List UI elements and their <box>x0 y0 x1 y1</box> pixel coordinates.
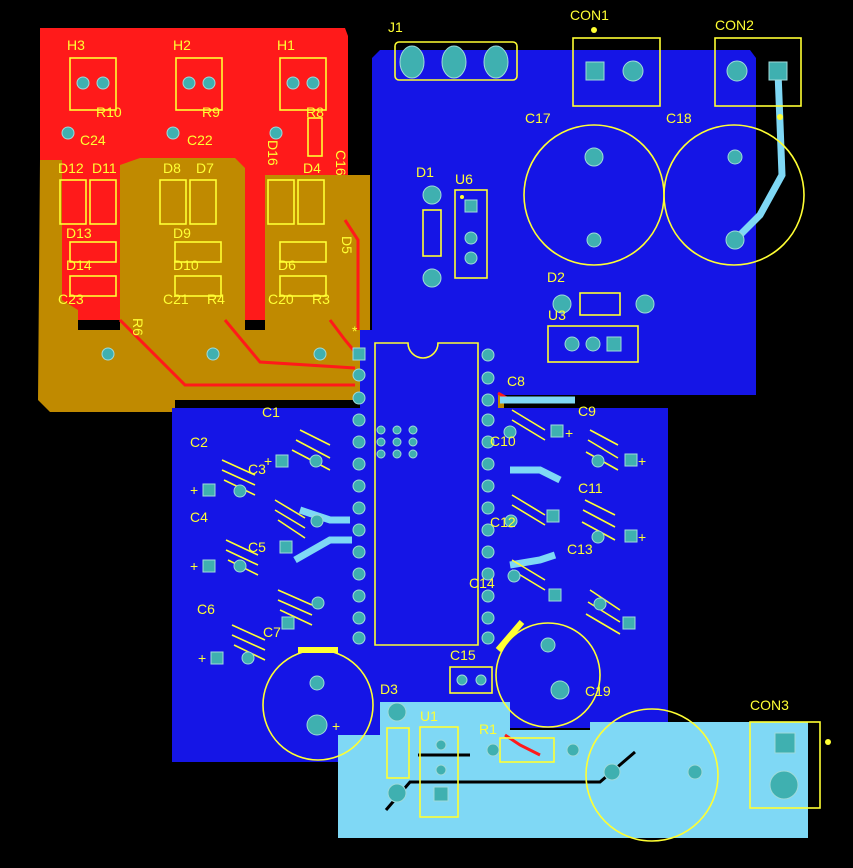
inner-copper-pour <box>38 158 370 412</box>
label-con3: CON3 <box>750 697 789 713</box>
label-c22: C22 <box>187 132 213 148</box>
label-c1: C1 <box>262 404 280 420</box>
label-j1: J1 <box>388 19 403 35</box>
label-c11: C11 <box>578 480 603 496</box>
label-u3: U3 <box>548 307 566 323</box>
label-r9: R9 <box>202 104 220 120</box>
label-con2: CON2 <box>715 17 754 33</box>
label-d1: D1 <box>416 164 434 180</box>
svg-text:*: * <box>352 323 358 339</box>
label-c21: C21 <box>163 291 189 307</box>
svg-text:+: + <box>638 453 646 469</box>
polarity-marks: + + + + + + + + * <box>190 323 646 734</box>
label-c10: C10 <box>490 433 516 449</box>
svg-text:+: + <box>190 558 198 574</box>
label-c20: C20 <box>268 291 294 307</box>
label-c23: C23 <box>58 291 84 307</box>
svg-text:+: + <box>565 425 573 441</box>
silkscreen <box>59 37 821 842</box>
label-c19: C19 <box>585 683 611 699</box>
top-copper-pour-right <box>498 408 668 728</box>
label-r8: R8 <box>306 104 324 120</box>
top-copper-pour-ic <box>360 330 498 730</box>
label-d6: D6 <box>278 257 296 273</box>
label-d9: D9 <box>173 225 191 241</box>
label-u1: U1 <box>420 708 438 724</box>
label-c7: C7 <box>263 624 281 640</box>
label-d7: D7 <box>196 160 214 176</box>
svg-text:+: + <box>190 482 198 498</box>
label-r6: R6 <box>130 318 146 336</box>
label-d8: D8 <box>163 160 181 176</box>
top-copper-pour-upper <box>372 50 756 395</box>
label-c14: C14 <box>469 575 495 591</box>
label-d12: D12 <box>58 160 84 176</box>
label-c2: C2 <box>190 434 208 450</box>
label-c6: C6 <box>197 601 215 617</box>
label-c13: C13 <box>567 541 593 557</box>
label-c16: C16 <box>333 150 349 176</box>
label-h3: H3 <box>67 37 85 53</box>
label-d3: D3 <box>380 681 398 697</box>
label-d5: D5 <box>339 236 355 254</box>
label-r4: R4 <box>207 291 225 307</box>
top-copper-pour-left <box>172 408 382 762</box>
label-c5: C5 <box>248 539 266 555</box>
silkscreen-bars <box>298 620 525 653</box>
label-c17: C17 <box>525 110 551 126</box>
label-h2: H2 <box>173 37 191 53</box>
label-r1: R1 <box>479 721 497 737</box>
label-con1: CON1 <box>570 7 609 23</box>
label-c8: C8 <box>507 373 525 389</box>
svg-text:+: + <box>332 718 340 734</box>
label-d2: D2 <box>547 269 565 285</box>
label-d14: D14 <box>66 257 92 273</box>
svg-text:+: + <box>638 529 646 545</box>
label-c18: C18 <box>666 110 692 126</box>
cyan-traces <box>293 71 786 798</box>
svg-text:+: + <box>198 650 206 666</box>
label-c15: C15 <box>450 647 476 663</box>
label-r3: R3 <box>312 291 330 307</box>
label-c24: C24 <box>80 132 106 148</box>
label-r10: R10 <box>96 104 122 120</box>
label-d11: D11 <box>92 160 117 176</box>
pads <box>61 45 799 803</box>
label-d4: D4 <box>303 160 321 176</box>
label-d13: D13 <box>66 225 92 241</box>
label-h1: H1 <box>277 37 295 53</box>
bottom-traces <box>118 219 541 757</box>
label-c9: C9 <box>578 403 596 419</box>
label-u6: U6 <box>455 171 473 187</box>
label-c3: C3 <box>248 461 266 477</box>
label-c12: C12 <box>490 514 516 530</box>
label-c4: C4 <box>190 509 208 525</box>
silk-dots <box>460 27 831 745</box>
label-d10: D10 <box>173 257 199 273</box>
label-d16: D16 <box>265 140 281 166</box>
svg-text:+: + <box>264 453 272 469</box>
